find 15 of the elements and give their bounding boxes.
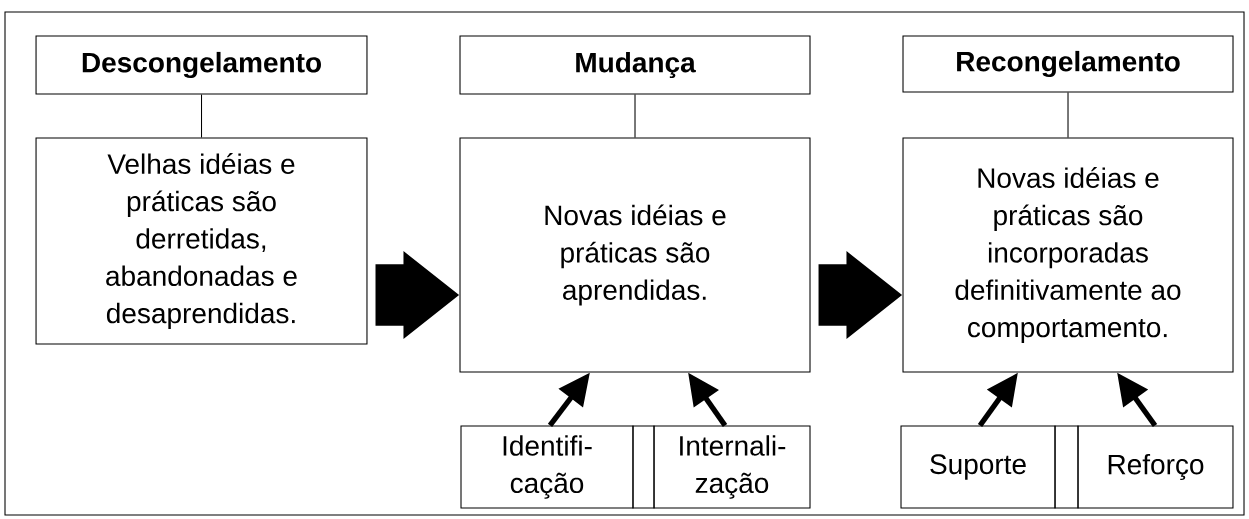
spacer-box	[632, 425, 655, 509]
spacer-box	[1054, 425, 1079, 509]
factor-box: Internali-zação	[653, 425, 811, 509]
connector-line	[634, 94, 636, 138]
process-box: Novas idéias e práticas são aprendidas.	[459, 137, 811, 373]
connector-line	[200, 94, 203, 138]
header-box: Descongelamento	[35, 35, 368, 95]
header-box: Recongelamento	[902, 35, 1234, 93]
process-box: Novas idéias e práticas são incorporadas definitivamente ao comportamento.	[902, 137, 1234, 373]
process-box: Velhas idéias e práticas são derretidas, abandonadas e desaprendidas.	[35, 137, 368, 345]
factor-box: Identifi-cação	[460, 425, 634, 509]
factor-box: Suporte	[900, 425, 1056, 509]
factor-box: Reforço	[1077, 425, 1234, 509]
header-box: Mudança	[459, 35, 811, 95]
connector-line	[1067, 92, 1069, 138]
